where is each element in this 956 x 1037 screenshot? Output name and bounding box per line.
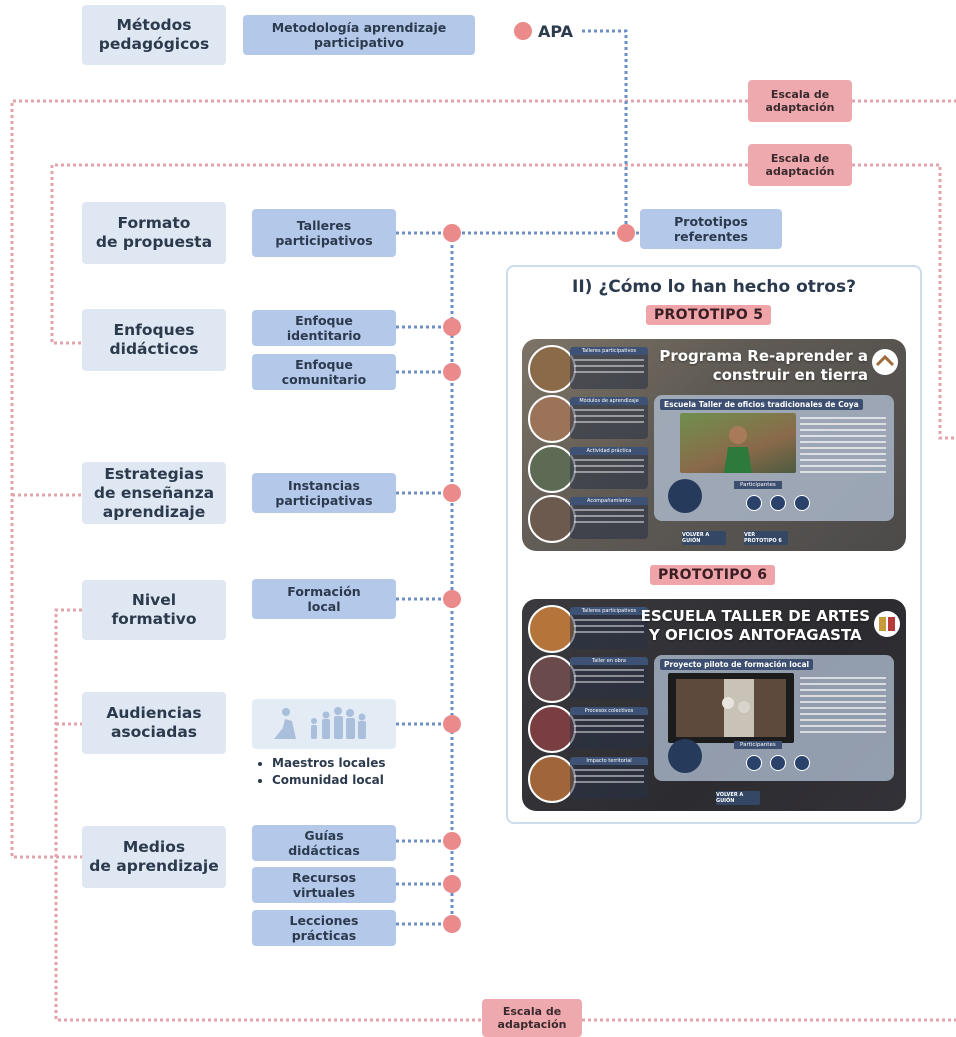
category-nivel: Nivel formativo xyxy=(82,580,226,640)
participant-icon xyxy=(770,495,786,511)
sub-instancias: Instancias participativas xyxy=(252,473,396,513)
photo-thumb xyxy=(528,345,576,393)
connector-dot xyxy=(443,832,461,850)
category-audiencias: Audiencias asociadas xyxy=(82,692,226,754)
photo-thumb xyxy=(528,755,576,803)
scale-label-1: Escala de adaptación xyxy=(748,80,852,122)
prototypes-panel: II) ¿Cómo lo han hecho otros? PROTOTIPO … xyxy=(506,265,922,824)
connector-dot xyxy=(617,224,635,242)
connector-dot xyxy=(443,484,461,502)
side-info-block: Impacto territorial xyxy=(570,757,648,799)
audience-item: Comunidad local xyxy=(272,772,386,789)
connector-dot xyxy=(443,363,461,381)
pink-line-outer xyxy=(10,99,748,859)
connector-dot xyxy=(443,318,461,336)
back-to-guide-button[interactable]: VOLVER A GUIÓN xyxy=(716,791,760,805)
side-info-block: Módulos de aprendizaje xyxy=(570,397,648,439)
connector-dot xyxy=(443,590,461,608)
category-estrategias: Estrategias de enseñanza aprendizaje xyxy=(82,462,226,524)
map-icon xyxy=(668,739,702,773)
apa-label: APA xyxy=(538,22,574,41)
map-icon xyxy=(668,479,702,513)
side-info-block: Actividad práctica xyxy=(570,447,648,489)
main-photo xyxy=(668,673,794,743)
sub-enfoque-identitario: Enfoque identitario xyxy=(252,310,396,346)
photo-thumb xyxy=(528,655,576,703)
photo-thumb xyxy=(528,445,576,493)
photo-thumb xyxy=(528,495,576,543)
panel-title: II) ¿Cómo lo han hecho otros? xyxy=(572,277,856,297)
category-enfoques: Enfoques didácticos xyxy=(82,309,226,371)
participant-icon xyxy=(746,755,762,771)
pink-line-bottom xyxy=(54,608,484,1022)
side-info-block: Taller en obra xyxy=(570,657,648,699)
participant-icon xyxy=(794,755,810,771)
category-metodos-pedagogicos: Métodos pedagógicos xyxy=(82,5,226,65)
prototype-6-card[interactable]: Talleres participativos Taller en obra P… xyxy=(522,599,906,811)
side-info-block: Talleres participativos xyxy=(570,607,648,649)
participant-icon xyxy=(794,495,810,511)
connector-dot xyxy=(443,875,461,893)
sub-formacion-local: Formación local xyxy=(252,579,396,619)
sub-enfoque-comunitario: Enfoque comunitario xyxy=(252,354,396,390)
sub-talleres: Talleres participativos xyxy=(252,209,396,257)
back-to-guide-button[interactable]: VOLVER A GUIÓN xyxy=(682,531,726,545)
pink-line-second xyxy=(50,163,748,345)
sub-lecciones: Lecciones prácticas xyxy=(252,910,396,946)
prototype-5-card[interactable]: Talleres participativos Módulos de apren… xyxy=(522,339,906,551)
audience-list: Maestros locales Comunidad local xyxy=(258,755,386,789)
description-text xyxy=(800,673,886,733)
connector-dot xyxy=(443,224,461,242)
side-info-block: Talleres participativos xyxy=(570,347,648,389)
prototype-6-logo xyxy=(874,611,900,637)
side-info-block: Acompañamiento xyxy=(570,497,648,539)
photo-thumb xyxy=(528,395,576,443)
connector-dot xyxy=(443,715,461,733)
participant-icon xyxy=(746,495,762,511)
see-prototype-6-button[interactable]: VER PROTOTIPO 6 xyxy=(744,531,788,545)
prototipos-referentes: Prototipos referentes xyxy=(640,209,782,249)
photo-thumb xyxy=(528,605,576,653)
description-text xyxy=(800,413,886,473)
participants-label: Participantes xyxy=(734,481,782,489)
photo-thumb xyxy=(528,705,576,753)
participants-label: Participantes xyxy=(734,741,782,749)
people-icon xyxy=(274,707,366,739)
sub-recursos: Recursos virtuales xyxy=(252,867,396,903)
participant-icon xyxy=(770,755,786,771)
category-formato: Formato de propuesta xyxy=(82,202,226,264)
category-medios: Medios de aprendizaje xyxy=(82,826,226,888)
prototype-6-title: ESCUELA TALLER DE ARTES Y OFICIOS ANTOFA… xyxy=(640,607,870,644)
apa-dot xyxy=(514,22,532,40)
connector-dot xyxy=(443,915,461,933)
prototype-6-tag: PROTOTIPO 6 xyxy=(650,565,776,585)
side-info-block: Procesos colectivos xyxy=(570,707,648,749)
blue-line-apa xyxy=(582,29,628,226)
prototype-5-content: Escuela Taller de oficios tradicionales … xyxy=(654,395,894,521)
prototype-5-logo xyxy=(872,349,898,375)
main-photo xyxy=(680,413,796,473)
pink-line-second-right xyxy=(852,163,956,440)
scale-label-3: Escala de adaptación xyxy=(482,999,582,1037)
prototype-5-title: Programa Re-aprender a construir en tier… xyxy=(659,347,868,384)
prototype-6-content: Proyecto piloto de formación local Parti… xyxy=(654,655,894,781)
sub-guias: Guías didácticas xyxy=(252,825,396,861)
prototype-5-tag: PROTOTIPO 5 xyxy=(646,305,772,325)
audience-item: Maestros locales xyxy=(272,755,386,772)
scale-label-2: Escala de adaptación xyxy=(748,144,852,186)
inner-heading: Proyecto piloto de formación local xyxy=(660,659,814,670)
inner-heading: Escuela Taller de oficios tradicionales … xyxy=(660,399,863,410)
method-metodologia-participativa: Metodología aprendizaje participativo xyxy=(243,15,475,55)
audience-people-illustration xyxy=(252,699,396,749)
